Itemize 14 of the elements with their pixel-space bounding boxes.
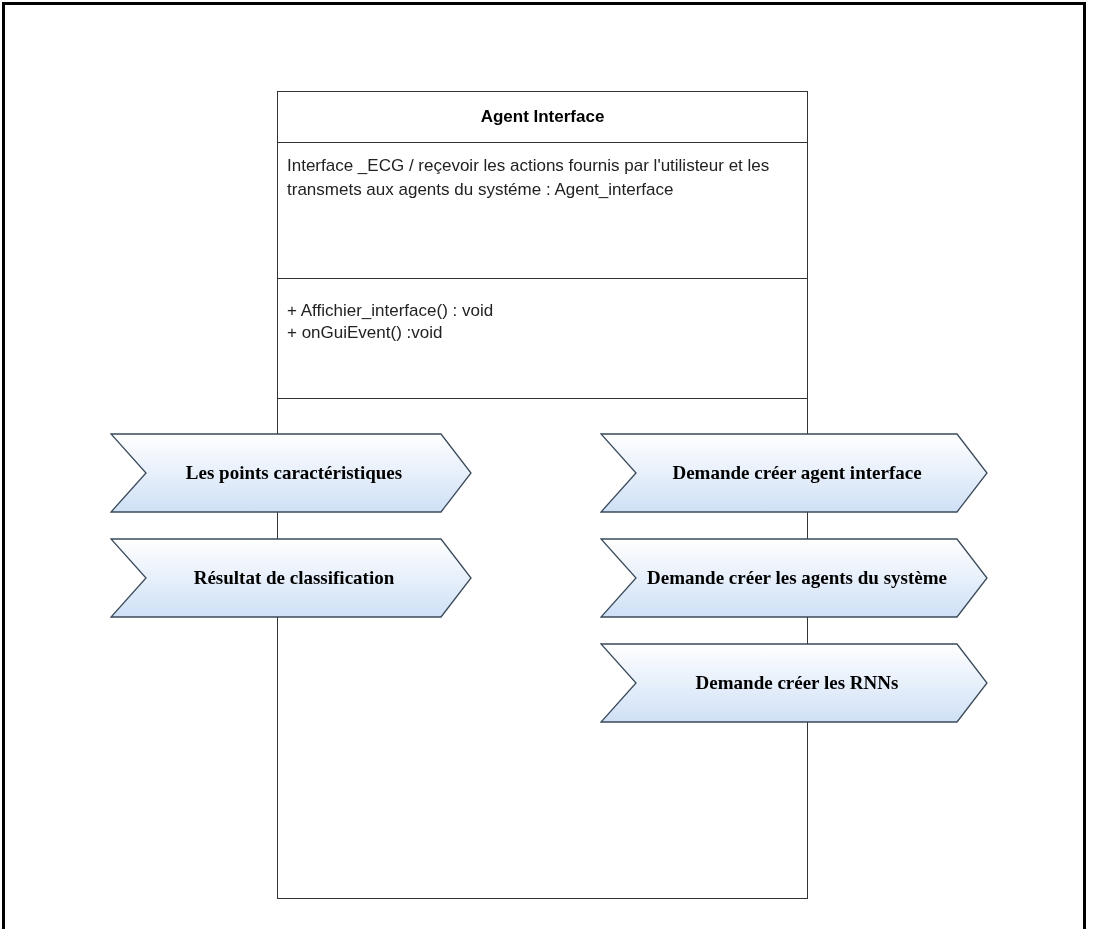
chevron-shape (600, 538, 988, 618)
method-text: + Affichier_interface() : void (287, 300, 494, 322)
chevron-label: Les points caractéristiques (185, 462, 403, 484)
attribute-text: Interface _ECG / reçevoir les actions fournis par l'utilisteur et les transmets aux agents du systéme : Agent_interface (287, 155, 771, 201)
chevron-shape (600, 643, 988, 723)
chevron-label: Demande créer les RNNs (695, 672, 899, 694)
chevron-shape (110, 433, 472, 513)
chevron-shape (110, 538, 472, 618)
chevron-shape (600, 433, 988, 513)
chevron-label: Résultat de classification (193, 567, 395, 589)
class-name: Agent Interface (480, 107, 605, 127)
chevron-label: Demande créer agent interface (672, 462, 922, 484)
method-text: + onGuiEvent() :void (287, 322, 443, 344)
chevron-label: Demande créer les agents du système (647, 567, 947, 589)
